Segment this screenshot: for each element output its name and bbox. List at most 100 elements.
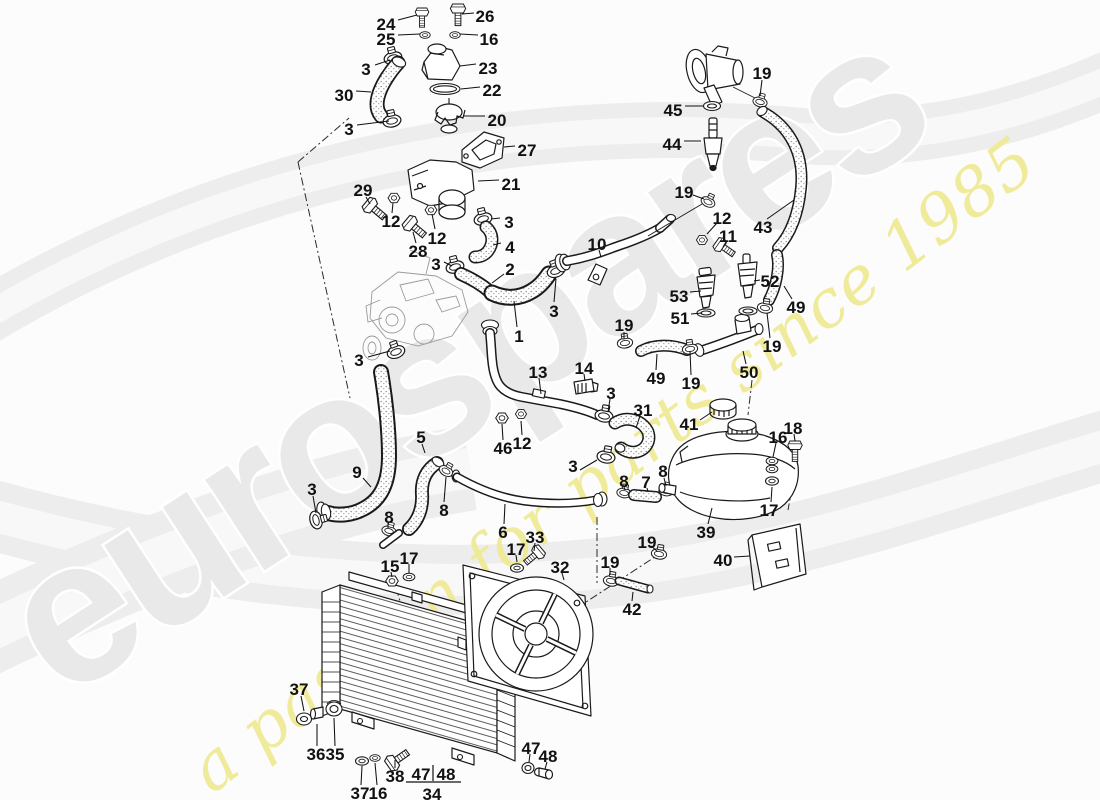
part-number-45: 45 — [664, 101, 683, 120]
part-number-21: 21 — [502, 175, 521, 194]
part-number-48: 48 — [437, 765, 456, 784]
water-neck-23 — [421, 43, 461, 81]
cap-41 — [709, 398, 737, 420]
part-number-44: 44 — [663, 135, 682, 154]
part-number-33: 33 — [526, 528, 545, 547]
pipe-6 — [451, 469, 608, 508]
bolt-24 — [414, 7, 430, 28]
leader-line-29 — [365, 196, 371, 205]
leader-line-13 — [538, 377, 542, 395]
leader-line-40 — [733, 555, 751, 558]
part-number-16: 16 — [369, 784, 388, 800]
part-number-19: 19 — [675, 183, 694, 202]
nut-12-a — [387, 192, 401, 204]
bolt-26 — [449, 3, 467, 27]
switch-53 — [696, 266, 716, 309]
leader-line-3 — [312, 495, 317, 514]
hose-7 — [628, 489, 662, 503]
throttle-body-sketch — [685, 45, 756, 107]
part-number-12: 12 — [382, 212, 401, 231]
part-number-3: 3 — [549, 302, 558, 321]
part-number-16: 16 — [480, 30, 499, 49]
leader-line-8 — [623, 486, 626, 491]
fan-spokes — [494, 592, 578, 676]
part-number-38: 38 — [386, 767, 405, 786]
leader-line-6 — [503, 503, 506, 525]
washer-17-15 — [402, 572, 416, 582]
part-number-11: 11 — [719, 227, 737, 246]
seals-51 — [696, 306, 758, 318]
leader-line-47 — [528, 753, 531, 763]
part-number-32: 32 — [551, 558, 570, 577]
part-number-8: 8 — [439, 501, 448, 520]
washer-37-b — [354, 756, 370, 766]
sensor-14 — [573, 378, 599, 395]
leader-line-48 — [544, 761, 548, 770]
part-number-18: 18 — [784, 419, 803, 438]
part-number-29: 29 — [354, 181, 373, 200]
leader-line-3 — [356, 120, 390, 126]
part-number-40: 40 — [714, 551, 733, 570]
nut-15 — [385, 575, 399, 587]
part-number-19: 19 — [763, 337, 782, 356]
part-number-36: 36 — [307, 745, 326, 764]
plug-48 — [533, 767, 554, 780]
part-number-19: 19 — [753, 64, 772, 83]
seal-47 — [521, 761, 535, 775]
part-number-14: 14 — [575, 359, 594, 378]
water-pipe-10 — [554, 203, 703, 286]
part-number-12: 12 — [428, 229, 447, 248]
part-number-19: 19 — [638, 533, 657, 552]
nut-12-d — [514, 409, 528, 419]
leader-line-39 — [707, 507, 713, 525]
leader-line-3 — [607, 398, 611, 413]
leader-line-30 — [355, 90, 372, 93]
part-number-49: 49 — [647, 369, 666, 388]
part-number-31: 31 — [634, 401, 653, 420]
leader-line-19 — [759, 79, 763, 97]
leader-line-4 — [492, 242, 502, 246]
hose-49-right — [763, 249, 784, 306]
part-number-3: 3 — [606, 384, 615, 403]
part-number-47: 47 — [412, 765, 431, 784]
part-number-42: 42 — [623, 600, 642, 619]
leader-line-9 — [362, 477, 372, 488]
leader-line-33 — [533, 542, 536, 552]
part-number-50: 50 — [740, 363, 759, 382]
part-number-3: 3 — [568, 457, 577, 476]
part-number-39: 39 — [697, 523, 716, 542]
leader-line-10 — [598, 249, 602, 258]
washer-17-tank — [764, 476, 780, 486]
leader-line-52 — [753, 279, 761, 282]
part-number-7: 7 — [641, 473, 650, 492]
part-number-16: 16 — [769, 428, 788, 447]
leader-line-16 — [374, 762, 378, 786]
watermark-swoosh — [0, 52, 1100, 674]
leader-line-14 — [583, 373, 586, 382]
leader-line-7 — [646, 487, 649, 493]
part-number-8: 8 — [619, 472, 628, 491]
part-number-17: 17 — [760, 501, 779, 520]
part-number-28: 28 — [409, 242, 428, 261]
part-number-49: 49 — [787, 298, 806, 317]
leader-line-3 — [443, 261, 453, 267]
leader-line-1 — [513, 300, 518, 328]
thermostat-20 — [434, 98, 466, 134]
part-number-17: 17 — [400, 549, 419, 568]
leader-line-17 — [770, 486, 773, 503]
washer-25 — [419, 31, 431, 39]
leader-line-3 — [374, 59, 391, 66]
gasket-22 — [429, 82, 461, 96]
part-number-2: 2 — [505, 260, 514, 279]
hose-5 — [402, 456, 445, 536]
part-number-3: 3 — [354, 351, 363, 370]
leader-line-8 — [443, 476, 447, 503]
leader-line-50 — [742, 350, 747, 365]
leader-line-51 — [690, 312, 703, 315]
part-number-24: 24 — [377, 15, 396, 34]
hose-49-left — [635, 339, 693, 357]
leader-line-15 — [390, 571, 393, 578]
leader-line-18 — [793, 433, 796, 442]
